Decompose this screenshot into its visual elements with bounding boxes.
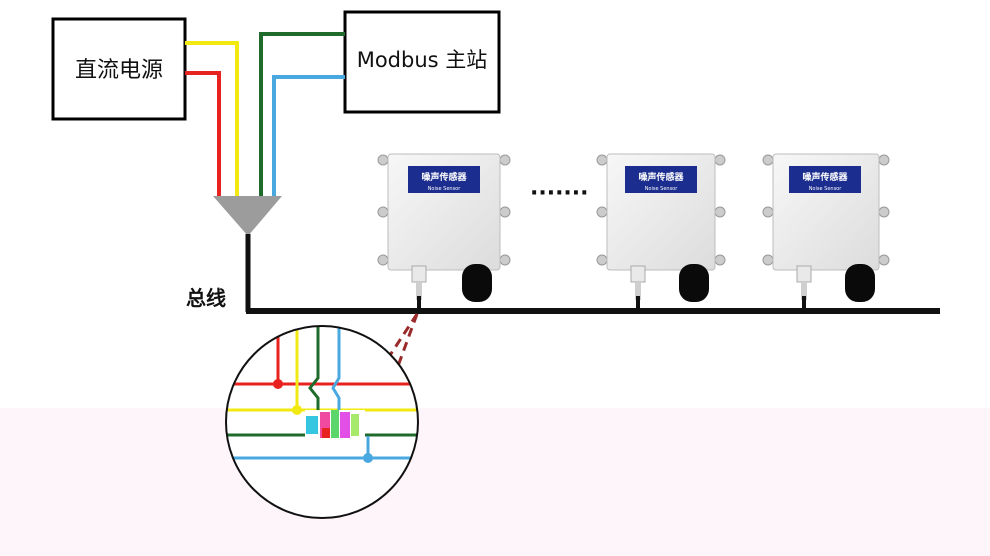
wire-blue bbox=[272, 75, 345, 196]
sensor-title: 噪声传感器 bbox=[638, 171, 684, 183]
cable-merge-funnel bbox=[213, 196, 282, 236]
noise-sensor-2: 噪声传感器 Noise Sensor bbox=[596, 153, 726, 302]
master-wires bbox=[259, 32, 345, 196]
ellipsis: ······· bbox=[530, 181, 589, 206]
modbus-master-box: Modbus 主站 bbox=[343, 10, 501, 114]
sensor-title: 噪声传感器 bbox=[421, 171, 467, 183]
power-wires bbox=[185, 41, 239, 196]
wire-green bbox=[259, 32, 345, 196]
wire-red bbox=[185, 71, 221, 196]
sensor-subtitle: Noise Sensor bbox=[809, 186, 843, 192]
sensor-subtitle: Noise Sensor bbox=[645, 186, 679, 192]
sensor-subtitle: Noise Sensor bbox=[428, 186, 462, 192]
noise-sensor-1: 噪声传感器 Noise Sensor bbox=[377, 153, 511, 302]
zoom-detail-circle bbox=[225, 325, 419, 519]
zoom-callout-line bbox=[339, 313, 419, 431]
sensor-title: 噪声传感器 bbox=[802, 171, 848, 183]
microphone-icon bbox=[462, 264, 492, 302]
microphone-icon bbox=[845, 264, 875, 302]
background-band bbox=[0, 408, 990, 556]
microphone-icon bbox=[679, 264, 709, 302]
noise-sensor-3: 噪声传感器 Noise Sensor bbox=[762, 153, 890, 302]
bus-label: 总线 bbox=[186, 286, 226, 310]
power-supply-box: 直流电源 bbox=[51, 17, 187, 121]
wire-yellow bbox=[185, 41, 239, 196]
power-supply-label: 直流电源 bbox=[75, 58, 163, 83]
modbus-master-label: Modbus 主站 bbox=[357, 48, 488, 72]
